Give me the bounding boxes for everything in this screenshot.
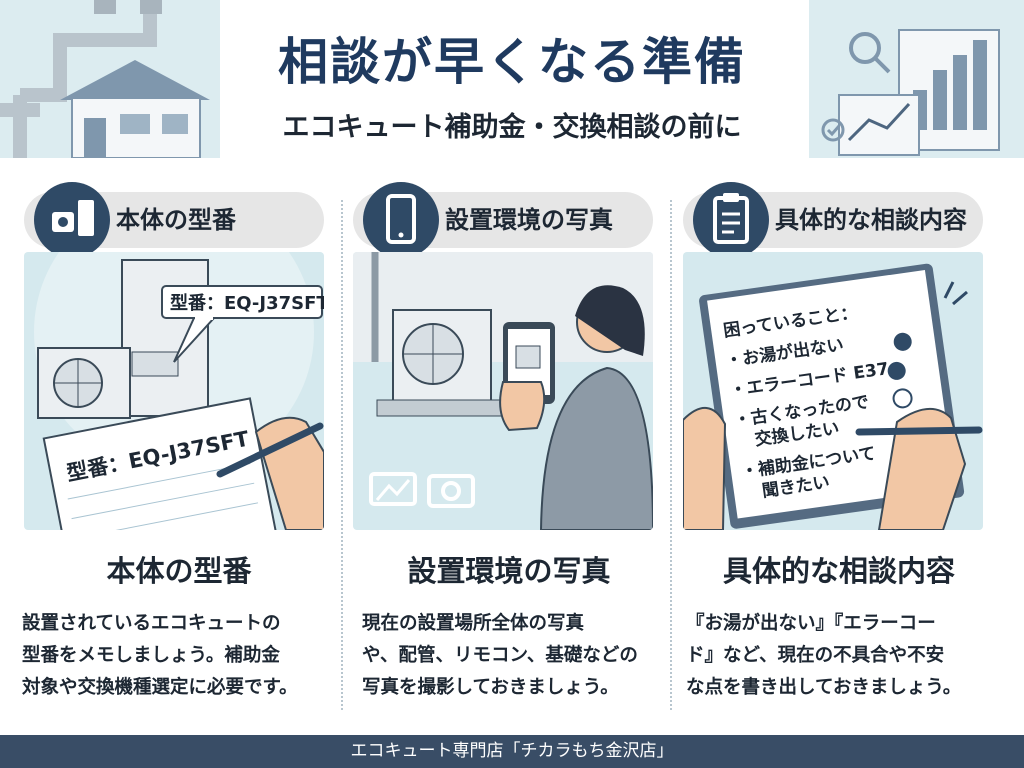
hero-banner: 相談が早くなる準備 エコキュート補助金・交換相談の前に	[0, 0, 1024, 168]
card-header-label: 具体的な相談内容	[775, 206, 967, 234]
section-body-consultation-details: 『お湯が出ない』『エラーコー ド』など、現在の不具合や不安 な点を書き出しておき…	[686, 608, 1008, 704]
body-line: 現在の設置場所全体の写真	[362, 613, 585, 634]
card-installation-photos: 設置環境の写真	[353, 182, 671, 532]
illustration-consultation-note: 困っていること： ・お湯が出ない ・エラーコード E37 ・古くなったので 交換…	[683, 252, 983, 530]
clipboard-icon	[693, 182, 769, 258]
footer-store-name: エコキュート専門店「チカラもち金沢店」	[0, 735, 1024, 768]
page-title: 相談が早くなる準備	[278, 33, 746, 91]
column-divider	[670, 200, 672, 710]
body-line: ド』など、現在の不具合や不安	[686, 645, 945, 666]
replace-icon	[892, 388, 913, 409]
illustration-installation	[353, 252, 653, 530]
card-header-label: 設置環境の写真	[445, 206, 613, 234]
body-line: 対象や交換機種選定に必要です。	[22, 677, 298, 698]
card-consultation-details: 具体的な相談内容 困っていること： ・お湯が出ない ・エラーコード E37 ・古…	[683, 182, 1001, 532]
no-hot-water-icon	[893, 332, 912, 351]
smartphone-icon	[363, 182, 439, 258]
body-line: 『お湯が出ない』『エラーコー	[686, 613, 936, 634]
body-line: や、配管、リモコン、基礎などの	[362, 645, 638, 666]
chart-documents-icon	[821, 29, 1000, 156]
body-line: 型番をメモしましょう。補助金	[22, 645, 280, 666]
page-subtitle: エコキュート補助金・交換相談の前に	[282, 112, 742, 143]
illustration-water-heater: 型番：EQ-J37SFT 型番：EQ-J37SFT	[24, 252, 324, 530]
hero-illustration-house	[0, 0, 220, 159]
column-divider	[341, 200, 343, 710]
card-header-label: 本体の型番	[116, 206, 236, 234]
body-line: な点を書き出しておきましょう。	[686, 677, 962, 698]
water-heater-icon	[34, 182, 110, 258]
hero-illustration-charts	[809, 0, 1024, 158]
error-icon	[887, 361, 906, 380]
house-pipes-icon	[0, 0, 210, 159]
card-model-number: 本体の型番 型番：EQ-J37SFT 型番：EQ-	[24, 182, 342, 532]
section-body-model-number: 設置されているエコキュートの 型番をメモしましょう。補助金 対象や交換機種選定に…	[22, 608, 344, 704]
section-title-model-number: 本体の型番	[106, 554, 252, 588]
section-title-consultation-details: 具体的な相談内容	[722, 554, 955, 588]
body-line: 写真を撮影しておきましょう。	[362, 677, 619, 698]
body-line: 設置されているエコキュートの	[22, 613, 281, 634]
section-body-installation-photos: 現在の設置場所全体の写真 や、配管、リモコン、基礎などの 写真を撮影しておきまし…	[362, 608, 662, 704]
model-tag-label: 型番：EQ-J37SFT	[170, 292, 324, 314]
section-title-installation-photos: 設置環境の写真	[407, 554, 611, 588]
